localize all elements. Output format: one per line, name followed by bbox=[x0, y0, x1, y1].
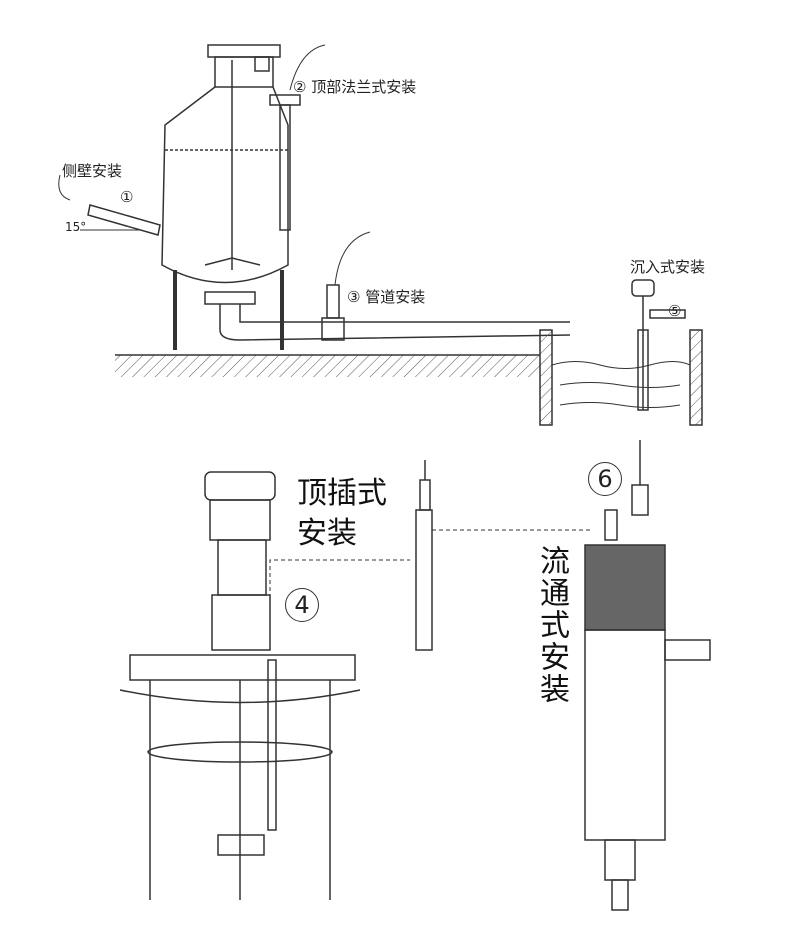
tank bbox=[161, 44, 289, 350]
label-top-flange: ② 顶部法兰式安装 bbox=[293, 78, 417, 96]
flange-sensor bbox=[269, 44, 326, 231]
floor bbox=[115, 329, 703, 426]
reactor bbox=[119, 471, 410, 900]
label-top-insert-num: 4 bbox=[285, 588, 319, 622]
label-side-wall-num: ① bbox=[120, 188, 134, 206]
flow-cell bbox=[584, 440, 711, 911]
label-angle: 15° bbox=[65, 220, 87, 234]
label-top-insert-2: 安装 bbox=[297, 516, 357, 551]
immersion-sensor bbox=[631, 279, 686, 411]
top-insert-sensor bbox=[415, 460, 590, 651]
label-immersion-num: ⑤ bbox=[668, 302, 682, 320]
label-immersion: 沉入式安装 bbox=[630, 258, 706, 276]
side-sensor bbox=[58, 174, 161, 236]
label-top-insert-1: 顶插式 bbox=[297, 476, 387, 511]
label-pipe: ③ 管道安装 bbox=[347, 288, 426, 306]
label-flow-num: 6 bbox=[588, 462, 622, 496]
pipe bbox=[219, 231, 571, 341]
label-side-wall: 侧壁安装 bbox=[62, 162, 123, 180]
label-flow: 流通式安装 bbox=[534, 545, 569, 705]
